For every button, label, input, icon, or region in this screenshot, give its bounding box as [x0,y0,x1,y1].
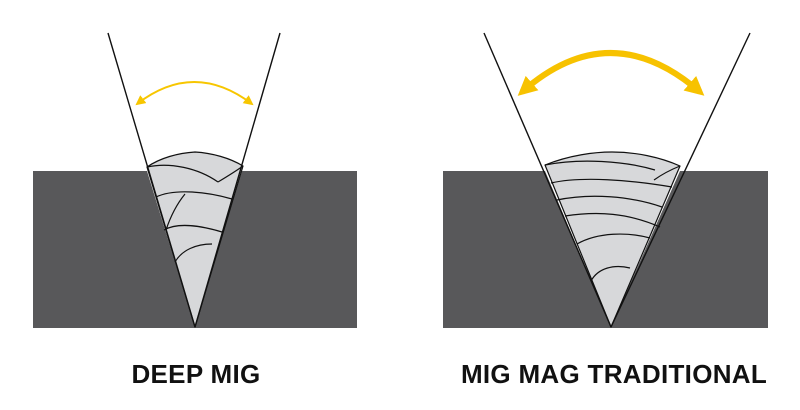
weld-passes-right [544,160,681,282]
steel-plate-left [33,171,357,328]
panel-mig-mag-traditional: MIG MAG TRADITIONAL [443,32,768,389]
caption-deep-mig: DEEP MIG [131,359,260,389]
groove-lines-right [483,32,751,328]
steel-plate-right [443,171,768,328]
groove-lines-left [107,32,281,328]
angle-arrow-mig-mag-traditional [517,50,705,96]
panel-deep-mig: DEEP MIG [33,32,357,389]
angle-arrow-deep-mig [135,81,254,106]
caption-mig-mag-traditional: MIG MAG TRADITIONAL [461,359,767,389]
weld-bead-right [544,151,681,328]
